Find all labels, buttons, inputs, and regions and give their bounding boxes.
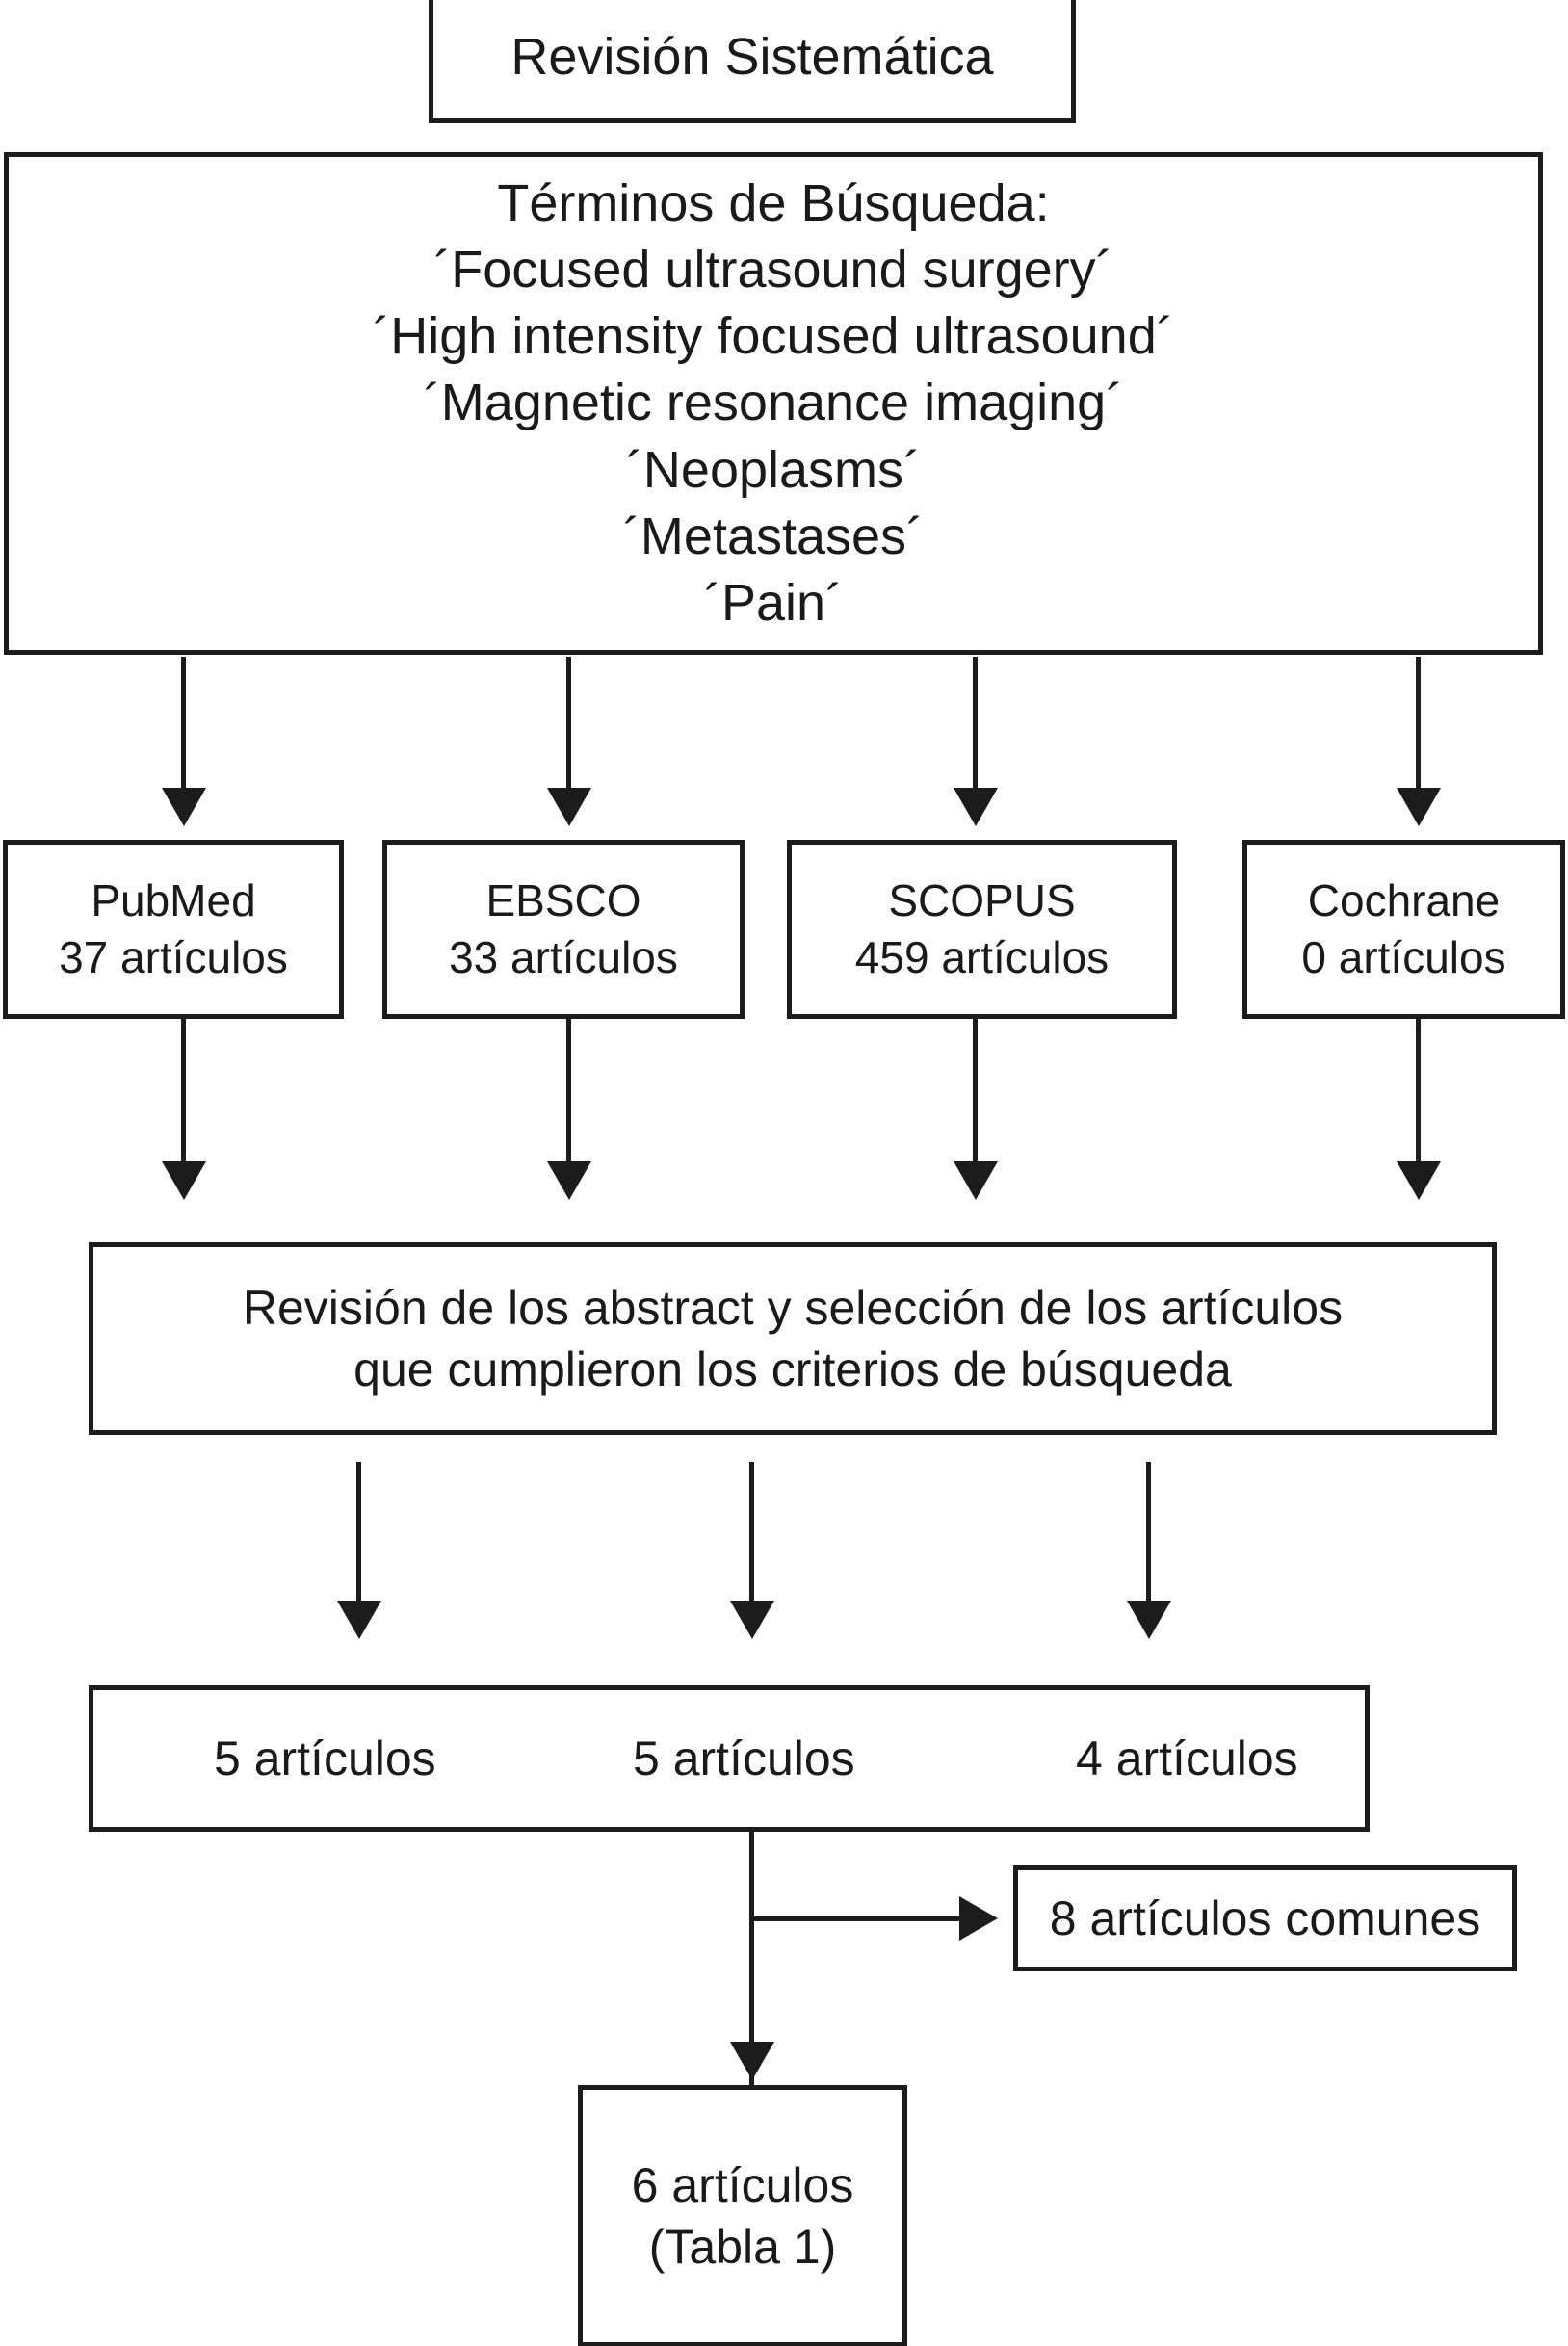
database-box-ebsco: EBSCO 33 artículos bbox=[382, 840, 745, 1019]
arrowhead-review-to-count-3 bbox=[1127, 1601, 1171, 1639]
connector-cochrane-to-review bbox=[1416, 1019, 1421, 1165]
arrowhead-terms-to-scopus bbox=[954, 788, 998, 826]
common-articles-label: 8 artículos comunes bbox=[1049, 1891, 1481, 1945]
connector-terms-to-scopus bbox=[973, 657, 978, 792]
search-term-3: ´Magnetic resonance imaging´ bbox=[423, 374, 1124, 432]
final-articles-box: 6 artículos (Tabla 1) bbox=[578, 2085, 907, 2346]
final-articles-table-ref: (Tabla 1) bbox=[648, 2220, 837, 2274]
database-name-ebsco: EBSCO bbox=[485, 875, 641, 926]
arrowhead-terms-to-cochrane bbox=[1397, 788, 1441, 826]
selected-count-1: 5 artículos bbox=[214, 1732, 436, 1786]
search-terms-heading: Términos de Búsqueda: bbox=[497, 174, 1050, 233]
database-box-scopus: SCOPUS 459 artículos bbox=[787, 840, 1177, 1019]
connector-terms-to-cochrane bbox=[1416, 657, 1421, 792]
arrowhead-counts-to-final bbox=[730, 2042, 774, 2080]
connector-review-to-count-2 bbox=[749, 1462, 754, 1604]
arrowhead-pubmed-to-review bbox=[162, 1161, 206, 1200]
arrowhead-ebsco-to-review bbox=[547, 1161, 591, 1200]
selected-counts-box: 5 artículos 5 artículos 4 artículos bbox=[89, 1685, 1370, 1832]
arrowhead-terms-to-pubmed bbox=[162, 788, 206, 826]
search-term-5: ´Metastases´ bbox=[622, 507, 925, 565]
database-name-cochrane: Cochrane bbox=[1307, 875, 1501, 926]
connector-review-to-count-3 bbox=[1146, 1462, 1151, 1604]
connector-pubmed-to-review bbox=[181, 1019, 186, 1165]
connector-terms-to-pubmed bbox=[181, 657, 186, 792]
arrowhead-review-to-count-1 bbox=[337, 1601, 381, 1639]
database-count-cochrane: 0 artículos bbox=[1301, 932, 1506, 982]
selected-count-2: 5 artículos bbox=[633, 1732, 855, 1786]
connector-review-to-count-1 bbox=[356, 1462, 361, 1604]
common-articles-box: 8 artículos comunes bbox=[1013, 1865, 1517, 1971]
search-term-6: ´Pain´ bbox=[703, 573, 844, 632]
arrowhead-scopus-to-review bbox=[954, 1161, 998, 1200]
title-box: Revisión Sistemática bbox=[429, 0, 1076, 123]
connector-terms-to-ebsco bbox=[566, 657, 571, 792]
database-name-scopus: SCOPUS bbox=[888, 875, 1076, 926]
abstract-review-line-2: que cumplieron los criterios de búsqueda bbox=[353, 1342, 1232, 1396]
arrowhead-cochrane-to-review bbox=[1397, 1161, 1441, 1200]
connector-counts-trunk bbox=[749, 1832, 754, 2238]
database-box-cochrane: Cochrane 0 artículos bbox=[1242, 840, 1565, 1019]
abstract-review-box: Revisión de los abstract y selección de … bbox=[89, 1242, 1497, 1435]
database-name-pubmed: PubMed bbox=[91, 875, 256, 926]
connector-ebsco-to-review bbox=[566, 1019, 571, 1165]
database-count-pubmed: 37 artículos bbox=[59, 932, 288, 982]
database-box-pubmed: PubMed 37 artículos bbox=[3, 840, 344, 1019]
selected-count-3: 4 artículos bbox=[1076, 1732, 1298, 1786]
search-term-4: ´Neoplasms´ bbox=[625, 440, 922, 499]
title-text: Revisión Sistemática bbox=[510, 28, 994, 87]
search-terms-box: Términos de Búsqueda: ´Focused ultrasoun… bbox=[4, 152, 1543, 655]
arrowhead-counts-to-common bbox=[959, 1896, 998, 1941]
arrowhead-review-to-count-2 bbox=[730, 1601, 774, 1639]
database-count-scopus: 459 artículos bbox=[854, 932, 1110, 982]
search-term-1: ´Focused ultrasound surgery´ bbox=[433, 241, 1113, 300]
connector-counts-to-common bbox=[749, 1916, 959, 1921]
database-count-ebsco: 33 artículos bbox=[449, 932, 678, 982]
search-term-2: ´High intensity focused ultrasound´ bbox=[373, 307, 1174, 366]
connector-scopus-to-review bbox=[973, 1019, 978, 1165]
arrowhead-terms-to-ebsco bbox=[547, 788, 591, 826]
abstract-review-line-1: Revisión de los abstract y selección de … bbox=[242, 1281, 1344, 1335]
final-articles-count: 6 artículos bbox=[631, 2158, 854, 2212]
